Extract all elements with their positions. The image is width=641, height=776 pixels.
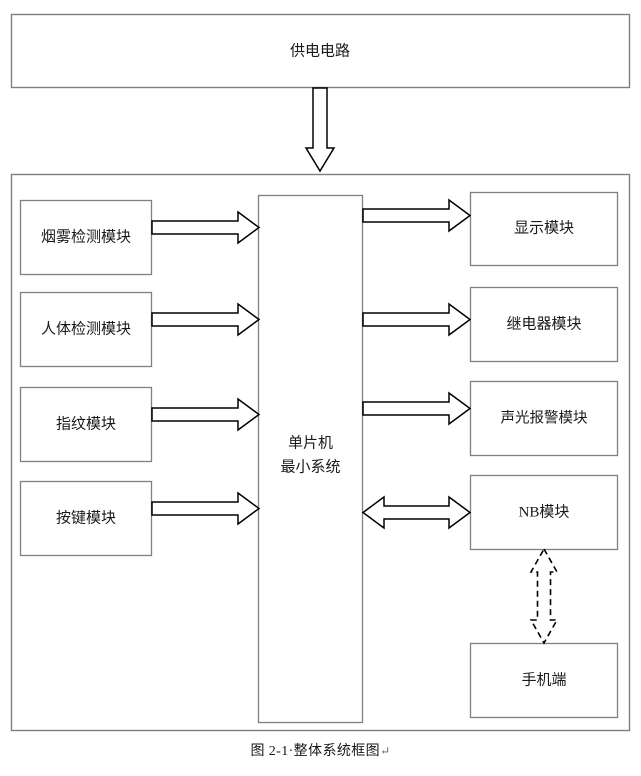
power-to-system-arrow (304, 87, 336, 173)
power-supply-label: 供电电路 (290, 42, 350, 59)
figure-caption: 图 2-1·整体系统框图↵ (0, 740, 641, 760)
output-module-label-0: 显示模块 (514, 219, 574, 236)
input-arrow-0 (151, 210, 261, 245)
output-module-label-3: NB模块 (519, 503, 570, 520)
figure-caption-separator: · (288, 744, 294, 759)
output-module-label-2: 声光报警模块 (501, 408, 588, 426)
output-arrow-2 (362, 391, 472, 426)
power-supply-box: 供电电路 (10, 13, 631, 89)
input-module-box-2: 指纹模块 (19, 386, 153, 463)
output-module-box-1: 继电器模块 (469, 286, 619, 363)
input-arrow-2 (151, 397, 261, 432)
mcu-core-box: 单片机 最小系统 (257, 194, 364, 724)
mcu-label-line1: 单片机 (288, 434, 333, 451)
mobile-terminal-label: 手机端 (521, 671, 566, 688)
input-module-label-2: 指纹模块 (56, 415, 116, 432)
mobile-terminal-box: 手机端 (469, 642, 619, 719)
input-module-box-0: 烟雾检测模块 (19, 199, 153, 276)
output-module-label-1: 继电器模块 (506, 315, 581, 332)
output-arrow-1 (362, 302, 472, 337)
input-module-label-0: 烟雾检测模块 (41, 228, 131, 245)
input-arrow-3 (151, 491, 261, 526)
input-arrow-1 (151, 302, 261, 337)
figure-caption-title: 整体系统框图 (293, 744, 381, 759)
nb-bidirectional-arrow (361, 495, 472, 530)
paragraph-mark-icon: ↵ (380, 744, 391, 758)
figure-caption-label: 图 2-1 (250, 744, 289, 759)
output-module-box-3: NB模块 (469, 474, 619, 551)
input-module-label-1: 人体检测模块 (41, 320, 131, 337)
nb-to-mobile-dashed-arrow (529, 547, 559, 645)
output-arrow-0 (362, 198, 472, 233)
output-module-box-0: 显示模块 (469, 191, 619, 267)
input-module-label-3: 按键模块 (56, 509, 116, 526)
output-module-box-2: 声光报警模块 (469, 380, 619, 457)
mcu-label-line2: 最小系统 (280, 458, 340, 475)
input-module-box-3: 按键模块 (19, 480, 153, 557)
input-module-box-1: 人体检测模块 (19, 291, 153, 368)
